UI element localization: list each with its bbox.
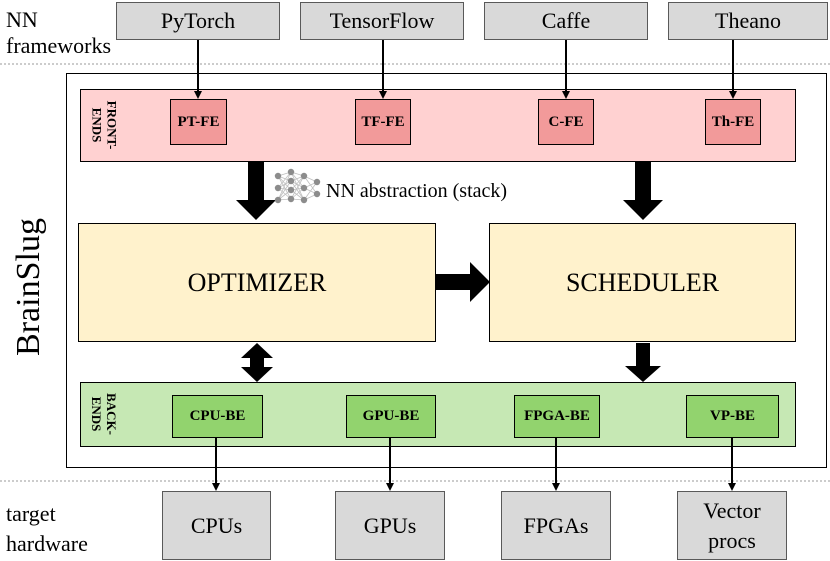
nn-frameworks-label-line2: frameworks (6, 33, 112, 58)
target-hardware-label: target hardware (6, 499, 88, 559)
arrow-optimizer-backends-bidirectional (241, 343, 273, 382)
frontend-tf-fe: TF-FE (355, 99, 411, 145)
framework-tensorflow: TensorFlow (300, 2, 464, 40)
nn-abstraction-label: NN abstraction (stack) (326, 180, 508, 202)
nn-frameworks-label: NN frameworks (6, 7, 111, 59)
frontend-pt-fe: PT-FE (170, 99, 227, 145)
arrow-optimizer-to-scheduler (436, 262, 490, 302)
hardware-gpus: GPUs (335, 491, 445, 560)
hardware-cpus: CPUs (162, 491, 271, 560)
scheduler-box: SCHEDULER (489, 223, 796, 342)
target-hardware-label-line2: hardware (6, 531, 88, 556)
framework-caffe: Caffe (484, 2, 648, 40)
arrow-frontends-to-optimizer (236, 162, 276, 220)
framework-theano: Theano (668, 2, 828, 40)
hardware-vector-procs: Vector procs (677, 491, 787, 560)
backend-fpga-be: FPGA-BE (514, 395, 600, 438)
arrow-frontends-to-scheduler (623, 162, 663, 220)
backend-vp-be: VP-BE (686, 395, 779, 438)
frontend-c-fe: C-FE (538, 99, 594, 145)
optimizer-box: OPTIMIZER (78, 223, 436, 342)
frontend-th-fe: Th-FE (705, 99, 761, 145)
nn-frameworks-label-line1: NN (6, 7, 38, 32)
framework-pytorch: PyTorch (116, 2, 280, 40)
backend-gpu-be: GPU-BE (346, 395, 436, 438)
hardware-vector-line1: Vector (703, 497, 761, 523)
target-hardware-label-line1: target (6, 501, 56, 526)
arrow-scheduler-to-backends (625, 343, 661, 382)
hardware-vector-line2: procs (708, 527, 756, 553)
hardware-fpgas: FPGAs (501, 491, 611, 560)
backend-cpu-be: CPU-BE (172, 395, 263, 438)
neural-network-icon (274, 168, 321, 204)
